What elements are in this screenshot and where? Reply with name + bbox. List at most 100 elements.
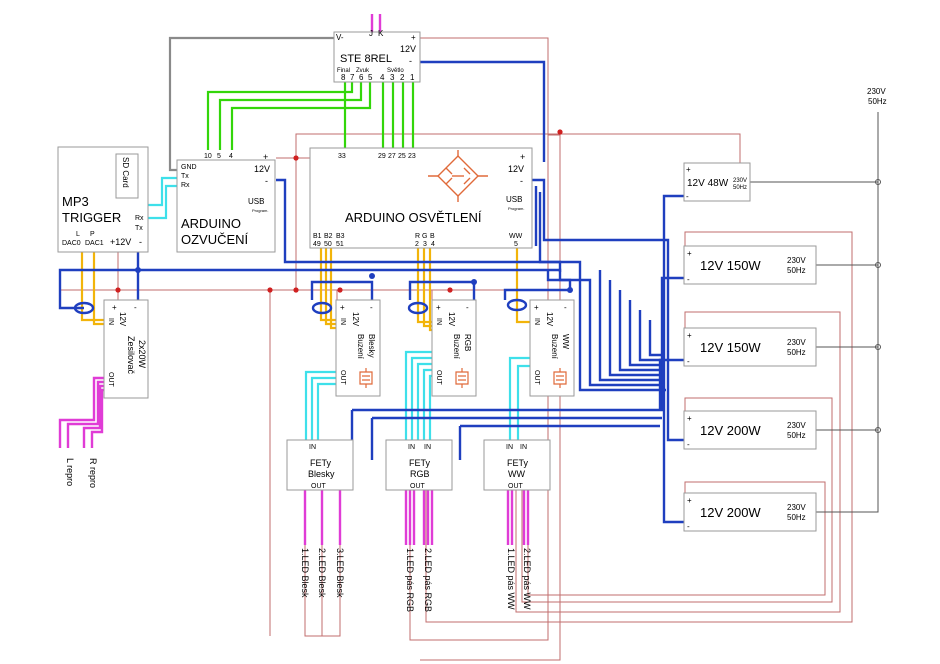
fet-module-rgb: IN IN FETy RGB OUT [385,439,453,491]
driver-ww-out: OUT [533,370,540,386]
ard-osv-ww: WW [509,233,523,240]
fet-ww-out: OUT [508,483,524,490]
driver-module-blesky: + - 12V IN Buzení Blesky OUT [335,299,381,397]
relay-module: V- J K + 12V - STE 8REL Final Zvuk Světl… [333,29,421,83]
psu-150w-2-hz: 50Hz [787,348,806,357]
ard-osv-12v: 12V [508,164,524,174]
driver-rgb-out: OUT [435,370,442,386]
audio-wires [80,248,530,332]
driver-ww-in: IN [533,318,540,325]
led-label-rgb-1: 1.LED pás RGB [405,548,415,612]
driver-rgb-minus: - [466,303,469,312]
mp3-title-2: TRIGGER [62,210,121,225]
psu-48w-plus: + [686,165,691,174]
relay-pin-6: 6 [359,73,364,82]
mains-freq: 50Hz [868,97,887,106]
driver-blesky-minus: - [370,303,373,312]
ard-osv-pin-23: 23 [408,153,416,160]
ard-zvuk-pin-10: 10 [204,153,212,160]
ard-zvuk-pin-5: 5 [217,153,221,160]
relay-signal-wires [206,80,415,150]
ard-osv-b2: B2 [324,233,333,240]
relay-pin-2: 2 [400,73,405,82]
psu-150w-2-plus: + [687,331,692,340]
ard-osv-plus: + [520,152,525,162]
amp-out: OUT [107,372,114,388]
arduino-light-module: 33 29 27 25 23 + 12V - USB Program. ARDU… [309,147,533,249]
psu-200w-2-label: 12V 200W [700,505,761,520]
psu-48w-v: 230V [733,178,747,184]
driver-blesky-out: OUT [339,370,346,386]
fet-blesky-title: FETy [310,458,332,468]
psu-200w-2-plus: + [687,496,692,505]
amp-12v: 12V [118,312,127,327]
mains-voltage: 230V [867,87,886,96]
driver-blesky-plus: + [340,303,345,312]
mp3-title-1: MP3 [62,194,89,209]
arduino-sound-module: 10 5 4 GND Tx Rx + 12V - USB Program. AR… [176,152,276,253]
psu-48w-minus: - [686,192,689,201]
fet-module-ww: IN IN FETy WW OUT [483,439,551,491]
power-wires [60,37,853,661]
ard-osv-p2: 2 [415,241,419,248]
psu-150w-2-minus: - [687,357,690,366]
ard-zvuk-usb: USB [248,197,264,206]
ard-zvuk-12v: 12V [254,164,270,174]
ard-zvuk-title-2: OZVUČENÍ [181,232,249,247]
amp-minus: - [134,303,137,312]
psu-48w-label: 12V 48W [687,178,729,189]
mp3-p: P [90,231,95,238]
psu-150w-1: + 12V 150W - 230V 50Hz [683,245,817,285]
amp-title: Zesilovač [126,336,136,375]
junction-dots [115,129,563,293]
rectifier-logo-icon [428,150,488,202]
mp3-minus: - [139,237,142,247]
psu-150w-2: + 12V 150W - 230V 50Hz [683,327,817,367]
fet-rgb-title: FETy [409,458,431,468]
ring-connectors [73,298,528,315]
ard-osv-b3: B3 [336,233,345,240]
psu-200w-1-minus: - [687,440,690,449]
driver-ww-sub: WW [561,334,570,350]
chip-logo-icon [455,368,469,388]
relay-pin-4: 4 [380,73,385,82]
driver-rgb-title: Buzení [452,334,461,360]
led-label-rgb-2: 2.LED pás RGB [423,548,433,612]
psu-150w-2-label: 12V 150W [700,340,761,355]
mains-dots [875,179,881,433]
ard-osv-g: G [422,233,427,240]
relay-ch-final: Final [337,68,350,74]
psu-200w-2-v: 230V [787,503,806,512]
psu-200w-1-hz: 50Hz [787,431,806,440]
fet-ww-sub: WW [508,469,525,479]
mains-wires [750,112,879,513]
led-labels: 1.LED Blesk 2.LED Blesk 3.LED Blesk 1.LE… [300,548,532,612]
ard-zvuk-gnd: GND [181,164,197,171]
driver-blesky-12v: 12V [351,312,360,327]
amp-plus: + [112,303,117,312]
driver-ww-minus: - [564,303,567,312]
ard-osv-prog: Program. [508,206,524,211]
psu-150w-2-v: 230V [787,338,806,347]
psu-150w-1-hz: 50Hz [787,266,806,275]
mp3-tx: Tx [135,225,143,232]
fet-blesky-out: OUT [311,483,327,490]
ground-dots [135,267,573,293]
ard-osv-b: B [430,233,435,240]
psu-200w-1-v: 230V [787,421,806,430]
mp3-rx: Rx [135,215,144,222]
ard-osv-p51: 51 [336,241,344,248]
ard-osv-p50: 50 [324,241,332,248]
psu-200w-2-minus: - [687,522,690,531]
psu-48w-hz: 50Hz [733,185,747,191]
speaker-left-label: L repro [65,458,75,486]
fet-ww-in-2: IN [520,444,527,451]
ard-osv-pin-25: 25 [398,153,406,160]
relay-12v: 12V [400,44,416,54]
ard-osv-p3: 3 [423,241,427,248]
driver-blesky-in: IN [339,318,346,325]
fet-rgb-out: OUT [410,483,426,490]
sd-card-label: SD Card [121,157,130,188]
driver-rgb-12v: 12V [447,312,456,327]
